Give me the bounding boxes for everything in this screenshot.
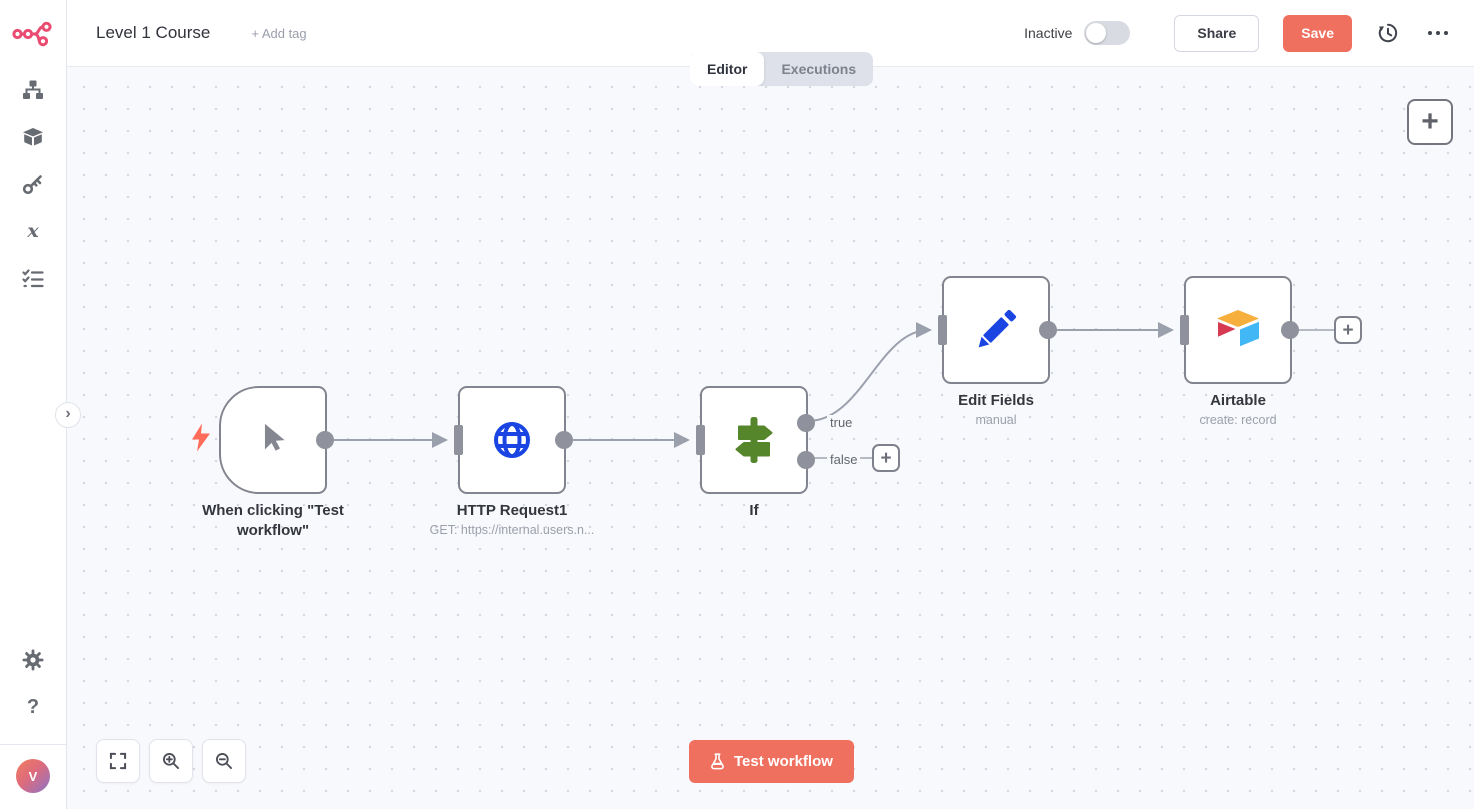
n8n-logo[interactable] [0, 0, 66, 67]
output-label-false: false [827, 452, 861, 467]
test-workflow-button[interactable]: Test workflow [689, 740, 854, 783]
sidebar-item-workflows[interactable] [12, 70, 54, 110]
save-button[interactable]: Save [1283, 14, 1352, 52]
sidebar-item-help[interactable]: ? [12, 687, 54, 727]
node-title: If [749, 502, 759, 519]
pencil-icon [978, 309, 1017, 348]
input-endpoint[interactable] [938, 315, 947, 345]
zoom-out-icon [216, 753, 232, 769]
sidebar-expand-button[interactable]: › [55, 402, 81, 428]
zoom-out-button[interactable] [202, 739, 246, 783]
node-title: Edit Fields [958, 392, 1034, 409]
editor-executions-tabs: Editor Executions [690, 52, 874, 86]
flask-icon [711, 753, 724, 770]
trigger-bolt-icon [189, 423, 213, 458]
workflows-icon [23, 80, 43, 99]
checklist-icon [22, 269, 44, 288]
output-endpoint[interactable] [316, 431, 334, 449]
node-http-request[interactable]: HTTP Request1 GET: https://internal.user… [430, 386, 594, 537]
output-label-true: true [827, 415, 856, 430]
node-subtitle: GET: https://internal.users.n... [429, 523, 595, 537]
sidebar-item-executions[interactable] [12, 258, 54, 298]
zoom-to-fit-icon [109, 752, 127, 770]
output-endpoint[interactable] [1039, 321, 1057, 339]
chevron-right-icon: › [65, 405, 71, 422]
node-title: Airtable [1210, 392, 1266, 409]
canvas-zoom-controls [96, 739, 246, 783]
workflow-history-button[interactable] [1374, 19, 1402, 47]
history-icon [1378, 23, 1398, 43]
share-button[interactable]: Share [1174, 14, 1260, 52]
tab-editor[interactable]: Editor [690, 52, 765, 86]
add-node-from-false-button[interactable]: + [872, 444, 900, 472]
tab-executions[interactable]: Executions [781, 61, 857, 77]
sidebar: x [0, 0, 67, 809]
input-endpoint[interactable] [454, 425, 463, 455]
ellipsis-icon [1428, 31, 1448, 35]
signpost-icon [735, 417, 773, 463]
zoom-in-icon [163, 753, 179, 769]
zoom-in-button[interactable] [149, 739, 193, 783]
sidebar-item-variables[interactable]: x [12, 211, 54, 251]
more-options-button[interactable] [1424, 19, 1452, 47]
workflow-title[interactable]: Level 1 Course [96, 23, 211, 42]
templates-box-icon [23, 128, 43, 146]
node-subtitle: create: record [1199, 413, 1277, 427]
node-subtitle: manual [975, 413, 1017, 427]
workflow-canvas[interactable]: + When clicking "Test workflow" HTTP Req… [67, 67, 1474, 809]
globe-icon [494, 422, 530, 458]
plus-icon: + [1342, 319, 1354, 341]
help-icon: ? [26, 695, 40, 718]
plus-icon: + [880, 447, 892, 469]
add-node-after-airtable-button[interactable]: + [1334, 316, 1362, 344]
sidebar-divider [0, 744, 66, 745]
input-endpoint[interactable] [696, 425, 705, 455]
add-node-button[interactable]: + [1407, 99, 1453, 145]
variables-icon: x [27, 220, 39, 242]
n8n-logo-icon [12, 21, 52, 46]
activation-status-label: Inactive [1024, 25, 1073, 41]
sidebar-item-settings[interactable] [12, 640, 54, 680]
output-endpoint-true[interactable] [797, 414, 815, 432]
node-airtable[interactable]: Airtable create: record [1180, 276, 1299, 427]
add-tag-button[interactable]: + Add tag [251, 25, 307, 41]
node-edit-fields[interactable]: Edit Fields manual [938, 276, 1057, 427]
key-icon [22, 175, 42, 195]
input-endpoint[interactable] [1180, 315, 1189, 345]
node-manual-trigger[interactable]: When clicking "Test workflow" [192, 386, 344, 539]
plus-icon: + [1421, 105, 1439, 138]
sidebar-item-templates[interactable] [12, 117, 54, 157]
activation-toggle[interactable] [1084, 21, 1131, 45]
zoom-to-fit-button[interactable] [96, 739, 140, 783]
node-title: HTTP Request1 [456, 502, 568, 519]
gear-icon [22, 649, 44, 671]
cursor-icon [264, 423, 285, 451]
output-endpoint[interactable] [1281, 321, 1299, 339]
node-if[interactable]: true false If [696, 386, 861, 519]
output-endpoint[interactable] [555, 431, 573, 449]
test-workflow-label: Test workflow [734, 753, 833, 770]
sidebar-item-credentials[interactable] [12, 164, 54, 204]
output-endpoint-false[interactable] [797, 451, 815, 469]
toggle-knob [1086, 23, 1107, 43]
user-avatar[interactable]: V [16, 759, 50, 793]
airtable-logo-icon [1217, 310, 1259, 347]
node-title: When clicking "Test workflow" [202, 502, 344, 540]
